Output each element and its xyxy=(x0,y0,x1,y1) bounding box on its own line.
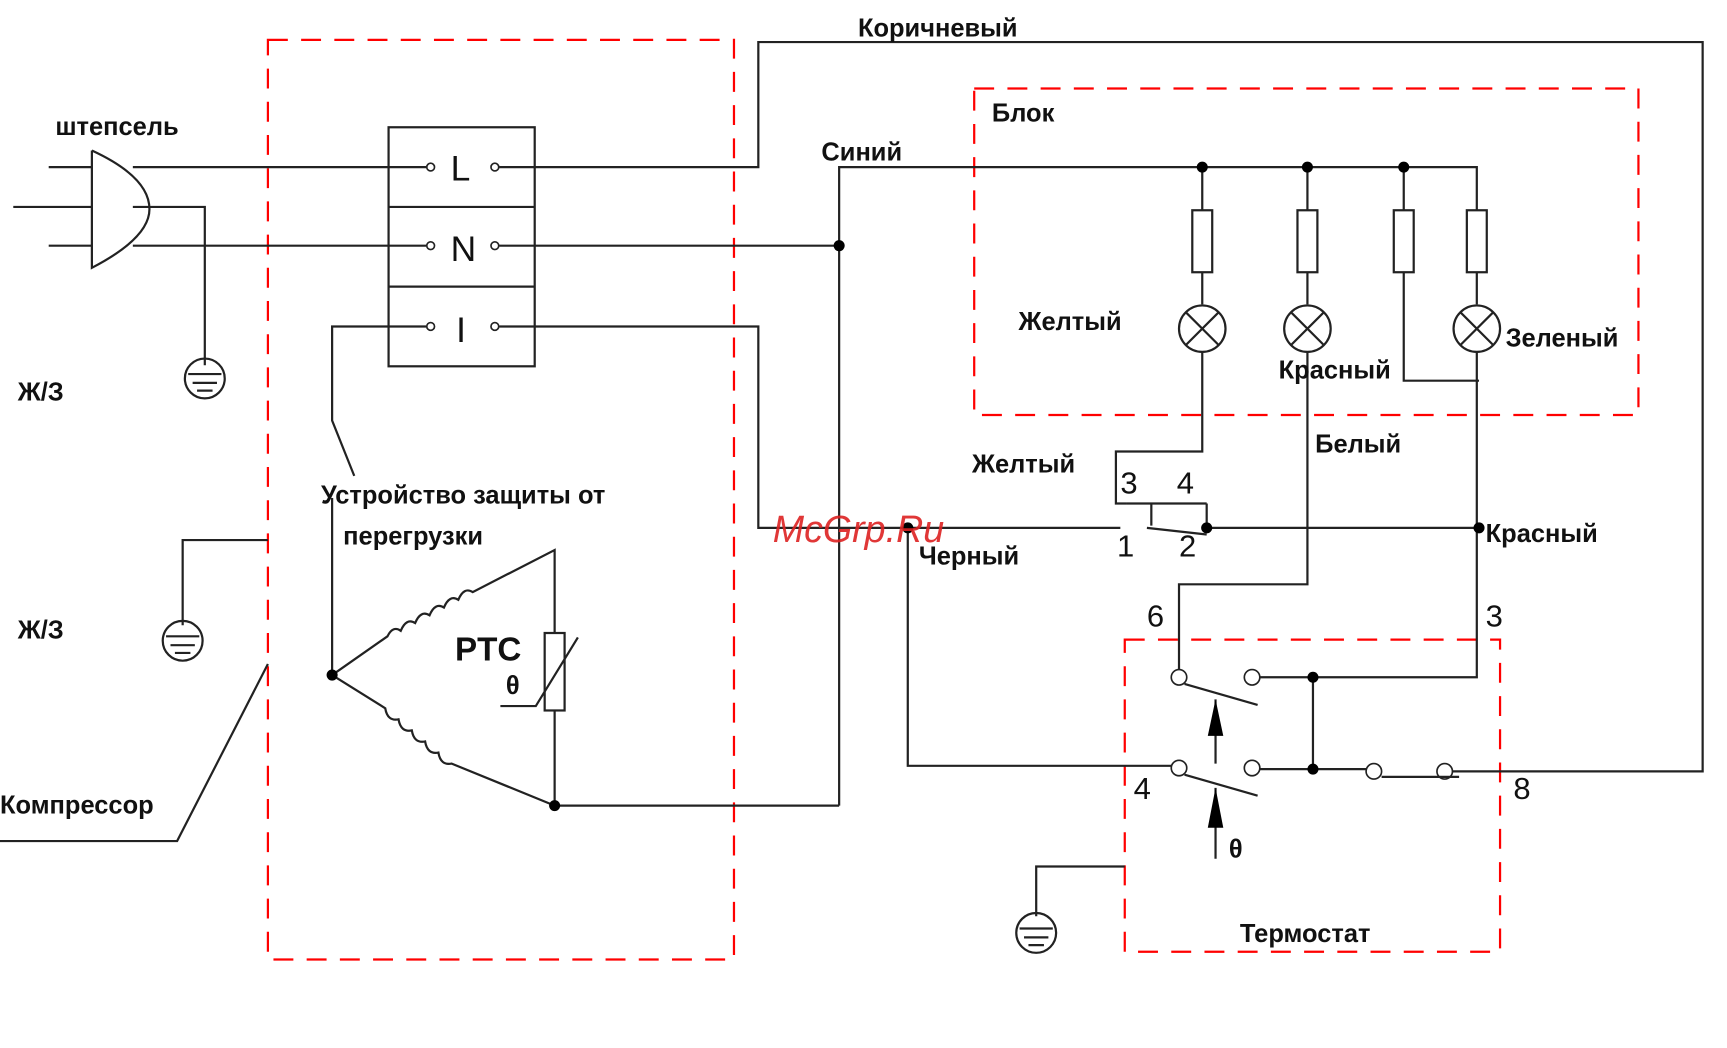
ptc-theta: θ xyxy=(506,672,520,700)
lamp-resistors xyxy=(1191,209,1488,274)
compressor-motor xyxy=(331,548,579,808)
label-blue: Синий xyxy=(821,138,902,166)
label-compressor: Компрессор xyxy=(0,791,154,819)
thermostat-contacts xyxy=(1170,668,1460,859)
terminal-n: N xyxy=(451,229,477,269)
thermostat-boundary xyxy=(1123,638,1502,953)
label-yellow-wire: Желтый xyxy=(971,451,1075,479)
ptc-label: PTC xyxy=(455,632,521,669)
label-brown: Коричневый xyxy=(858,15,1018,43)
label-red-lamp: Красный xyxy=(1279,356,1391,384)
pin-3: 3 xyxy=(1120,466,1137,501)
watermark: McGrp.Ru xyxy=(773,508,945,550)
label-thermostat: Термостат xyxy=(1240,920,1371,948)
label-block: Блок xyxy=(992,100,1055,128)
label-red-wire: Красный xyxy=(1486,520,1598,548)
thermostat-theta: θ xyxy=(1229,836,1243,864)
label-overload-1: Устройство защиты от xyxy=(321,482,605,510)
ground-icon xyxy=(161,357,1058,954)
terminal-i: I xyxy=(456,310,466,350)
lamp-icon xyxy=(1177,304,1502,354)
label-plug: штепсель xyxy=(55,113,178,141)
label-ground-2: Ж/З xyxy=(17,617,64,645)
plug-icon xyxy=(13,149,151,270)
thermostat-pin-6: 6 xyxy=(1147,598,1164,633)
overload-boundary xyxy=(266,38,736,961)
pin-1: 1 xyxy=(1117,529,1134,564)
label-white-wire: Белый xyxy=(1315,431,1401,459)
wires xyxy=(0,40,1704,917)
label-green-lamp: Зеленый xyxy=(1506,324,1619,352)
lamp-block-boundary xyxy=(973,87,1640,417)
terminal-l: L xyxy=(451,148,471,188)
label-ground-1: Ж/З xyxy=(17,379,64,407)
label-black-wire: Черный xyxy=(919,542,1019,570)
label-overload-2: перегрузки xyxy=(343,522,483,550)
thermostat-pin-3: 3 xyxy=(1486,598,1503,633)
pin-2: 2 xyxy=(1179,529,1196,564)
junction-dots xyxy=(326,161,1485,812)
thermostat-pin-8: 8 xyxy=(1513,771,1530,806)
thermostat-pin-4: 4 xyxy=(1134,771,1151,806)
label-yellow-lamp: Желтый xyxy=(1017,308,1121,336)
pin-4: 4 xyxy=(1177,466,1194,501)
